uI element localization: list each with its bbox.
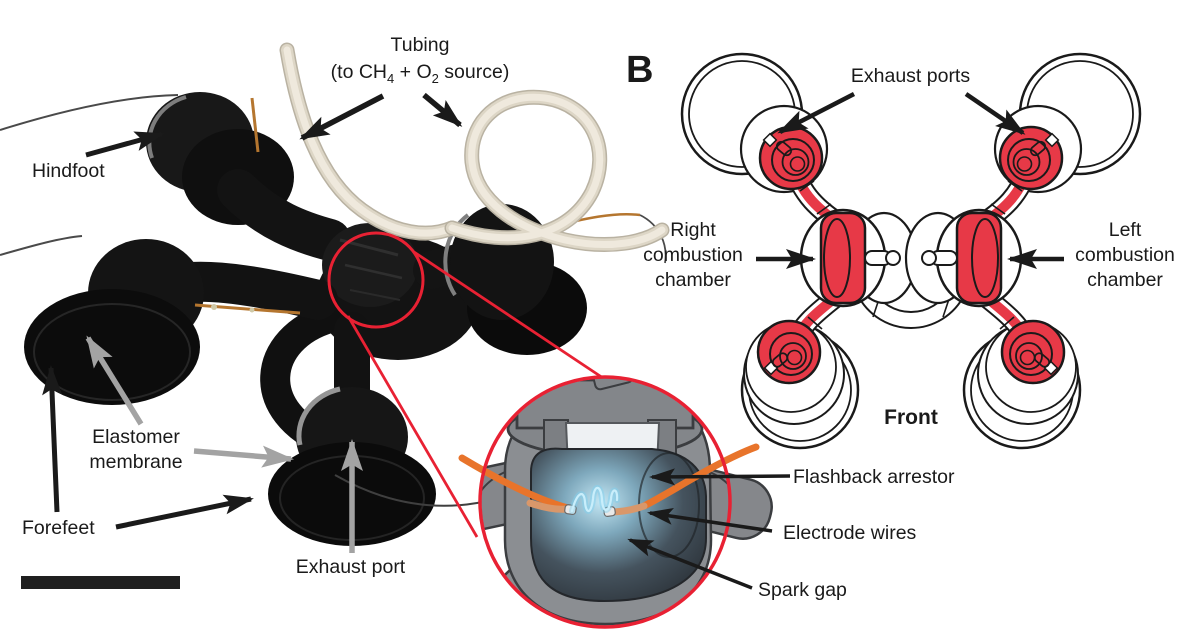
- foot-bottom-left: [756, 319, 822, 385]
- foot-top-left: [758, 125, 824, 191]
- elastomer-membrane-label: Elastomer membrane: [89, 426, 183, 473]
- arrow-forefeet-up: [42, 365, 63, 513]
- flashback-arrestor-label: Flashback arrestor: [793, 466, 955, 488]
- exhaust-ports-label: Exhaust ports: [850, 65, 971, 87]
- annotation-arrows: [42, 91, 1064, 590]
- tubing-source-suffix: source): [438, 61, 510, 83]
- arrow-exhaust-ports-right: [964, 92, 1026, 135]
- electrode-wires-label: Electrode wires: [783, 522, 917, 544]
- tubing-source-infix: + O: [394, 61, 432, 83]
- hindfoot-label: Hindfoot: [32, 160, 105, 182]
- robot-photo: [0, 42, 670, 546]
- tubing-source-sub-4: 4: [387, 71, 395, 86]
- inset-ring: [478, 375, 732, 629]
- combustion-chamber-cutaway: [530, 447, 707, 603]
- highlight-circle: [327, 231, 425, 329]
- tubing-source-prefix: (to CH: [330, 61, 387, 83]
- left-combustion-chamber-shape: [904, 208, 1023, 308]
- gas-tubing: [279, 42, 670, 252]
- arrow-spark-gap: [627, 538, 753, 590]
- scale-bar: [21, 576, 180, 589]
- left-combustion-chamber-label: Left combustion chamber: [1075, 219, 1175, 291]
- right-combustion-chamber-shape: [799, 208, 918, 308]
- arrow-tubing-right: [422, 92, 463, 128]
- foot-bottom-right: [1000, 319, 1066, 385]
- arrow-tubing-left: [299, 93, 385, 141]
- arrow-electrode-wires: [647, 507, 773, 533]
- foot-top-right: [998, 125, 1064, 191]
- inset-detail: [458, 375, 773, 629]
- front-label: Front: [884, 406, 938, 429]
- panel-letter-b: B: [626, 49, 654, 91]
- arrow-forefeet-right: [115, 494, 254, 530]
- tubing-label-source: (to CH4 + O2 source): [290, 60, 550, 85]
- arrow-exhaust-ports-left: [777, 91, 856, 135]
- tubing-label-title: Tubing: [390, 34, 450, 56]
- right-combustion-chamber-label: Right combustion chamber: [643, 219, 743, 291]
- arrow-flashback-arrestor: [649, 468, 791, 486]
- arrow-elastomer-right: [193, 445, 294, 468]
- arrow-hindfoot: [85, 131, 165, 158]
- zoom-highlight: [327, 231, 604, 538]
- zoom-link-line-top: [413, 250, 604, 380]
- spark-gap-label: Spark gap: [758, 579, 847, 601]
- electrode-wire-left: [458, 454, 572, 512]
- forefeet-label: Forefeet: [22, 517, 95, 539]
- tubing-source-sub-2: 2: [431, 71, 439, 86]
- spark-glyph: [570, 486, 619, 513]
- schematic-front-view: [680, 52, 1142, 450]
- arrow-elastomer-left: [85, 335, 144, 426]
- exhaust-port-label: Exhaust port: [295, 556, 406, 578]
- zoom-link-line-bottom: [346, 315, 479, 538]
